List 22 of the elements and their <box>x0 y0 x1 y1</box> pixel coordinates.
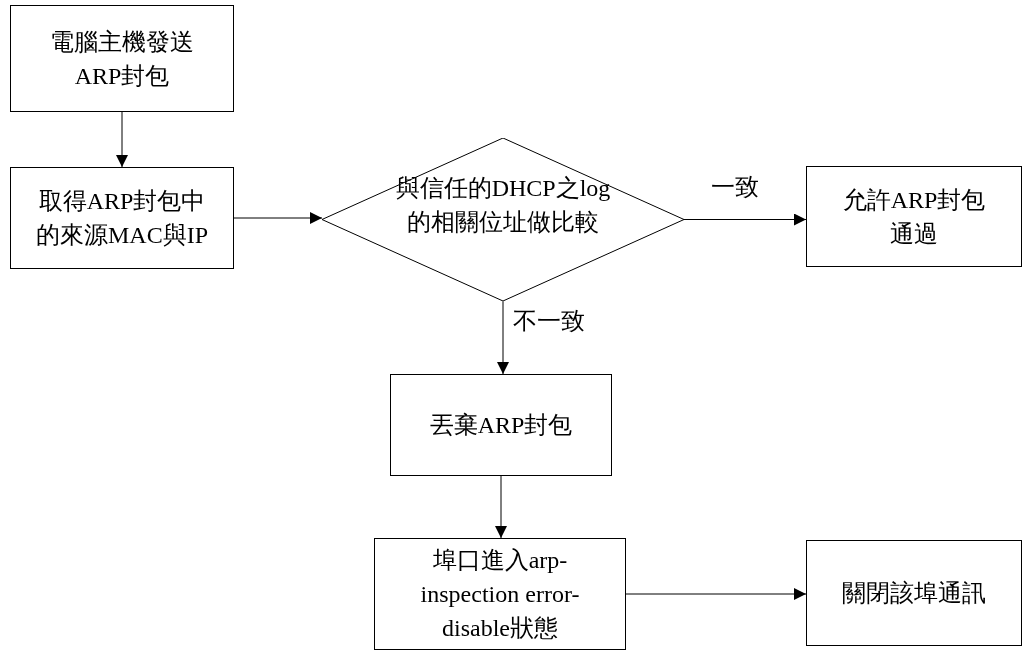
arrow <box>495 475 507 539</box>
process-box <box>10 167 234 269</box>
node-text: 電腦主機發送ARP封包 <box>49 27 195 91</box>
arrow <box>116 111 128 168</box>
process-box <box>806 166 1022 267</box>
node-text: 取得ARP封包中的來源MAC與IP <box>35 187 209 250</box>
node-text: 丟棄ARP封包 <box>429 411 573 440</box>
node-text: 埠口進入arp-inspection error-disable狀態 <box>419 546 581 643</box>
process-box <box>806 540 1022 646</box>
node-text: 與信任的DHCP之log的相關位址做比較 <box>394 173 612 237</box>
edge-label: 不一致 <box>513 306 585 336</box>
arrow <box>497 300 509 375</box>
arrow <box>683 213 807 226</box>
node-text: 允許ARP封包通過 <box>841 185 987 249</box>
process-box <box>374 538 626 650</box>
process-box <box>390 374 612 476</box>
process-box <box>10 5 234 112</box>
arrow <box>233 212 323 224</box>
decision-diamond <box>322 138 684 301</box>
edge-label: 一致 <box>711 172 759 202</box>
node-text: 關閉該埠通訊 <box>842 579 986 608</box>
arrow <box>625 588 807 600</box>
